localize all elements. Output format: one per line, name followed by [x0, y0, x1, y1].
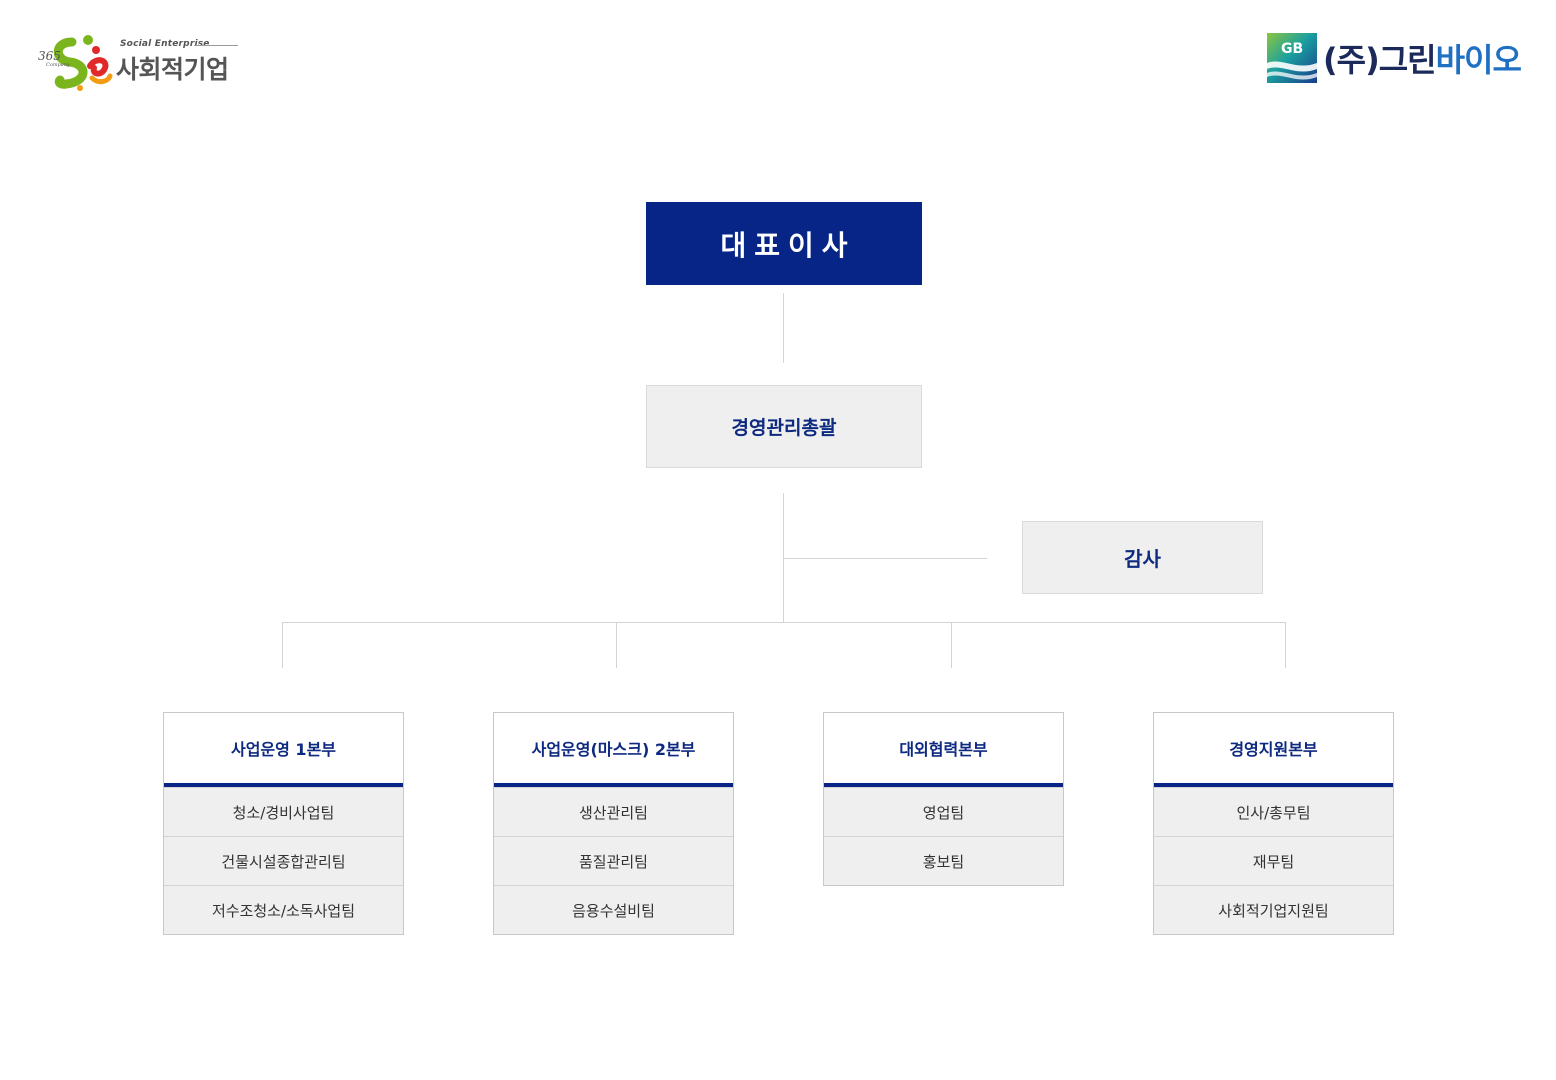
connector-drop-2: [616, 622, 617, 668]
division-4: 경영지원본부 인사/총무팀 재무팀 사회적기업지원팀: [1153, 712, 1394, 935]
logo-name: 사회적기업: [116, 55, 229, 84]
greenbio-logo: GB (주)그린바이오: [1267, 33, 1529, 85]
ceo-box: 대표이사: [646, 202, 922, 285]
gb-badge-text: GB: [1281, 41, 1303, 57]
logo-rule: [194, 45, 238, 46]
greenbio-mark-icon: GB: [1267, 33, 1317, 83]
connector-ceo-to-management: [783, 293, 784, 363]
greenbio-company-name: (주)그린바이오: [1323, 41, 1522, 79]
management-box: 경영관리총괄: [646, 385, 922, 468]
audit-box: 감사: [1022, 521, 1263, 594]
team-item: 사회적기업지원팀: [1154, 885, 1393, 934]
connector-drop-3: [951, 622, 952, 668]
team-item: 홍보팀: [824, 836, 1063, 885]
team-item: 청소/경비사업팀: [164, 787, 403, 836]
connector-divisions-bar: [282, 622, 1286, 623]
social-enterprise-mark-icon: 365 Company: [38, 35, 113, 91]
team-item: 품질관리팀: [494, 836, 733, 885]
division-title: 사업운영 1본부: [164, 713, 403, 787]
division-title: 대외협력본부: [824, 713, 1063, 787]
team-item: 재무팀: [1154, 836, 1393, 885]
logo-mark-number: 365: [38, 49, 61, 63]
division-2: 사업운영(마스크) 2본부 생산관리팀 품질관리팀 음용수설비팀: [493, 712, 734, 935]
social-enterprise-logo: 365 Company Social Enterprise 사회적기업: [36, 30, 246, 92]
division-title: 사업운영(마스크) 2본부: [494, 713, 733, 787]
connector-drop-1: [282, 622, 283, 668]
division-3: 대외협력본부 영업팀 홍보팀: [823, 712, 1064, 886]
team-item: 음용수설비팀: [494, 885, 733, 934]
team-item: 영업팀: [824, 787, 1063, 836]
connector-to-audit: [783, 558, 987, 559]
team-item: 생산관리팀: [494, 787, 733, 836]
team-item: 인사/총무팀: [1154, 787, 1393, 836]
team-item: 건물시설종합관리팀: [164, 836, 403, 885]
team-item: 저수조청소/소독사업팀: [164, 885, 403, 934]
connector-drop-4: [1285, 622, 1286, 668]
division-title: 경영지원본부: [1154, 713, 1393, 787]
logo-mark-word: Company: [46, 62, 70, 68]
logo-tagline: Social Enterprise: [120, 39, 210, 49]
division-1: 사업운영 1본부 청소/경비사업팀 건물시설종합관리팀 저수조청소/소독사업팀: [163, 712, 404, 935]
